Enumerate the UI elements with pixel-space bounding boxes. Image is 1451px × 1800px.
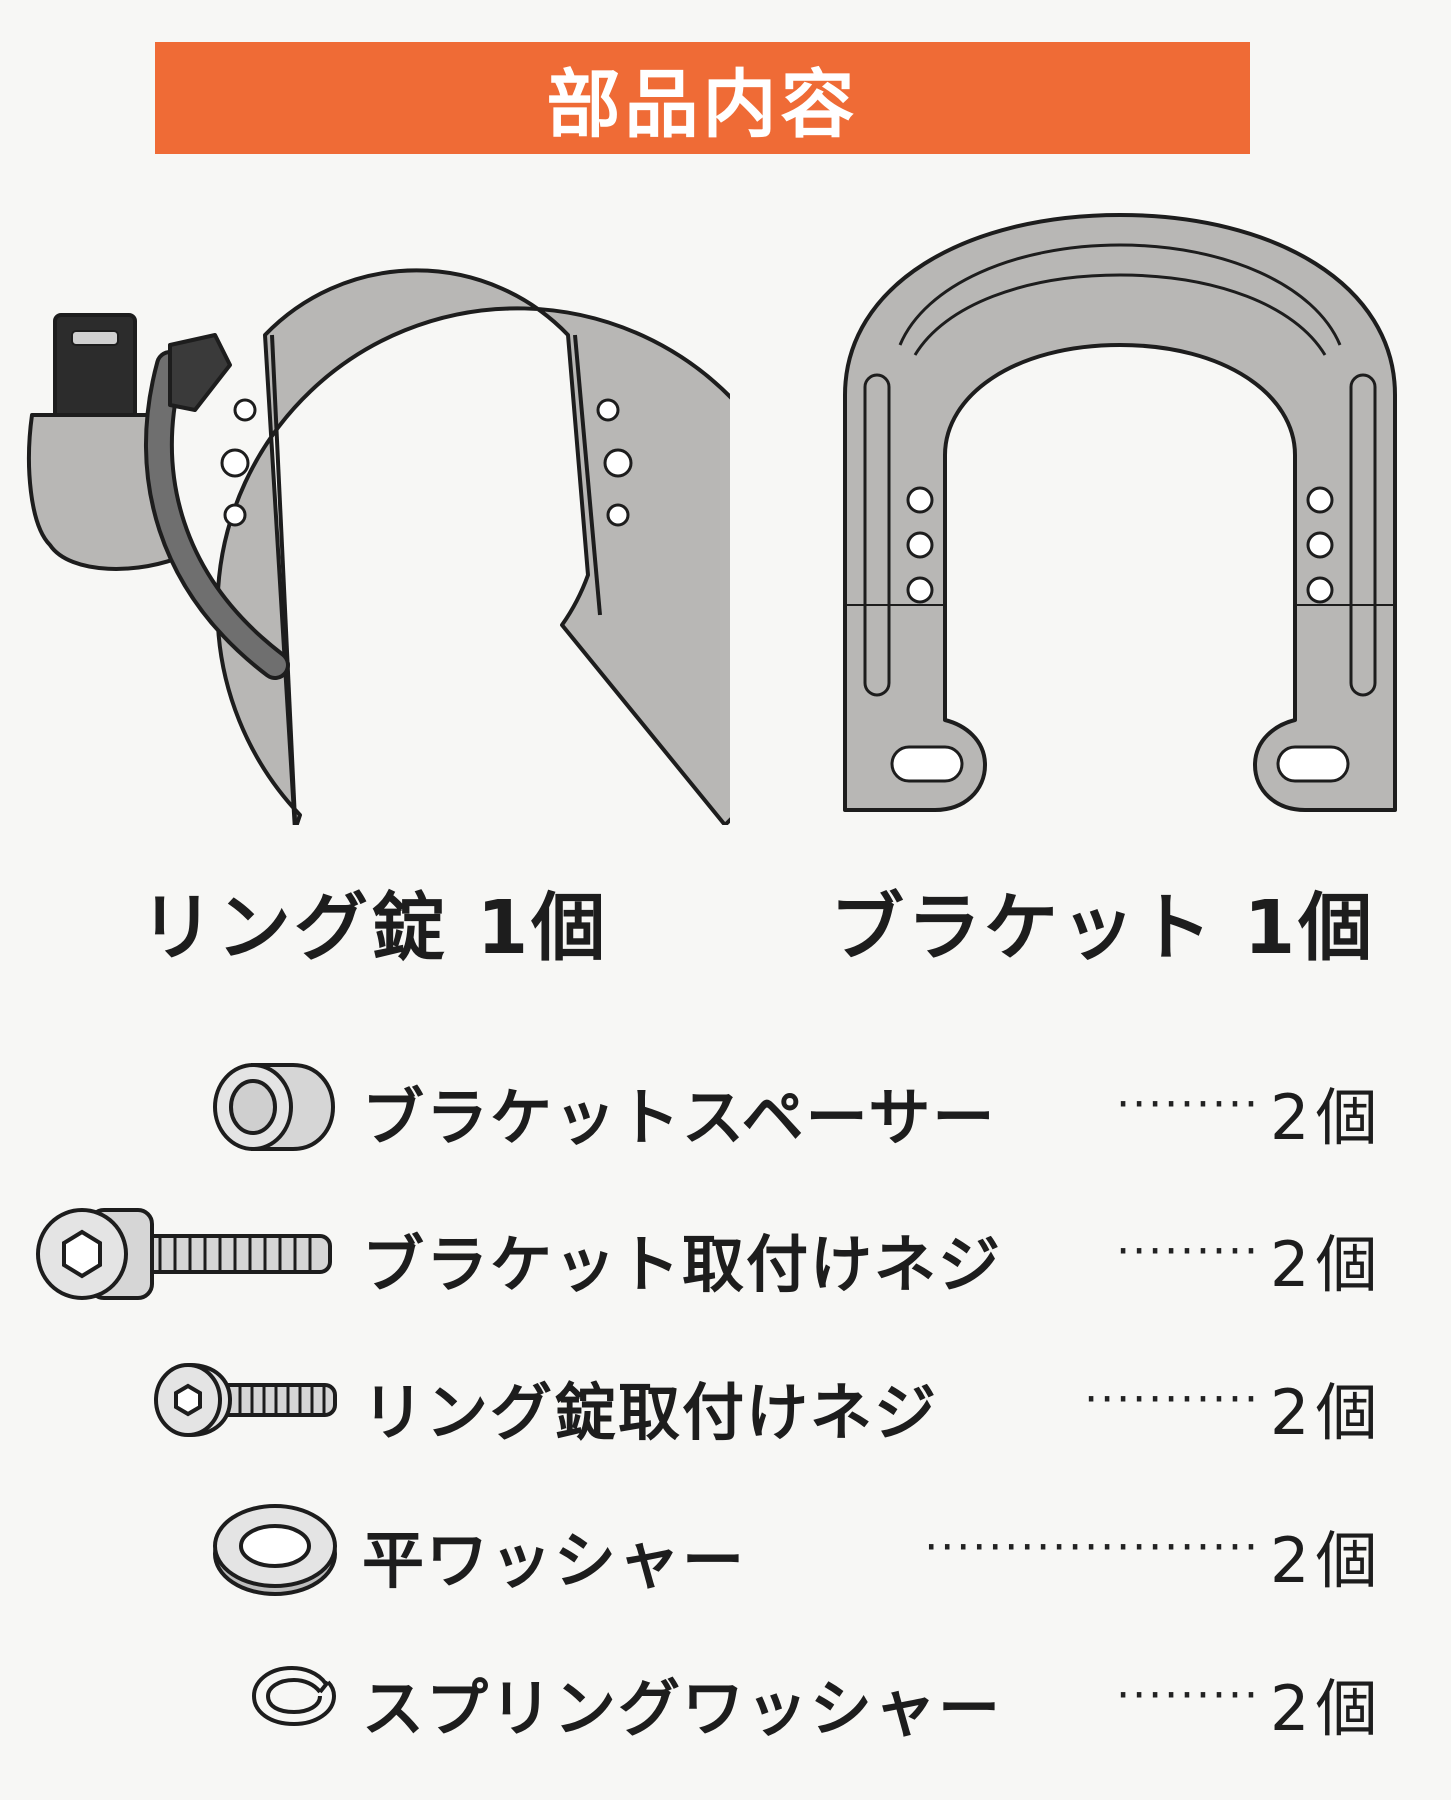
part-quantity: 2個 bbox=[1270, 1672, 1384, 1745]
parts-row-spacer: ブラケットスペーサー ········· 2個 bbox=[0, 1045, 1451, 1165]
part-quantity: 2個 bbox=[1270, 1376, 1384, 1449]
part-name: リング錠取付けネジ bbox=[362, 1376, 939, 1449]
part-quantity: 2個 bbox=[1270, 1524, 1384, 1597]
lock-screw-icon bbox=[154, 1362, 337, 1438]
part-quantity: 2個 bbox=[1270, 1228, 1384, 1301]
spring-washer-icon bbox=[251, 1665, 337, 1727]
page-title: 部品内容 bbox=[546, 61, 859, 148]
ring-lock-illustration bbox=[27, 268, 730, 825]
lever-icon bbox=[168, 333, 232, 412]
title-banner: 部品内容 bbox=[155, 42, 1250, 154]
spacer-icon bbox=[213, 1063, 336, 1151]
parts-row-spring-washer: スプリングワッシャー ········· 2個 bbox=[0, 1636, 1451, 1756]
part-name: ブラケットスペーサー bbox=[362, 1081, 997, 1154]
leader-dots: ········· bbox=[1116, 1226, 1260, 1277]
part-name: 平ワッシャー bbox=[362, 1524, 747, 1597]
bracket-illustration bbox=[843, 213, 1397, 812]
leader-dots: ····················· bbox=[924, 1522, 1260, 1573]
leader-dots: ··········· bbox=[1084, 1374, 1260, 1425]
part-name: スプリングワッシャー bbox=[362, 1672, 1003, 1745]
part-quantity: 2個 bbox=[1270, 1081, 1384, 1154]
part-name: ブラケット取付けネジ bbox=[362, 1228, 1003, 1301]
ring-body bbox=[215, 268, 730, 825]
leader-dots: ········· bbox=[1116, 1079, 1260, 1130]
parts-row-lock-screw: リング錠取付けネジ ··········· 2個 bbox=[0, 1340, 1451, 1460]
bracket-screw-icon bbox=[36, 1208, 332, 1300]
flat-washer-icon bbox=[213, 1504, 337, 1596]
ring-lock-label: リング錠 1個 bbox=[140, 885, 609, 971]
leader-dots: ········· bbox=[1116, 1670, 1260, 1721]
bracket-body bbox=[843, 213, 1397, 812]
bracket-label: ブラケット 1個 bbox=[830, 885, 1376, 971]
parts-row-bracket-screw: ブラケット取付けネジ ········· 2個 bbox=[0, 1192, 1451, 1312]
parts-row-flat-washer: 平ワッシャー ····················· 2個 bbox=[0, 1488, 1451, 1608]
